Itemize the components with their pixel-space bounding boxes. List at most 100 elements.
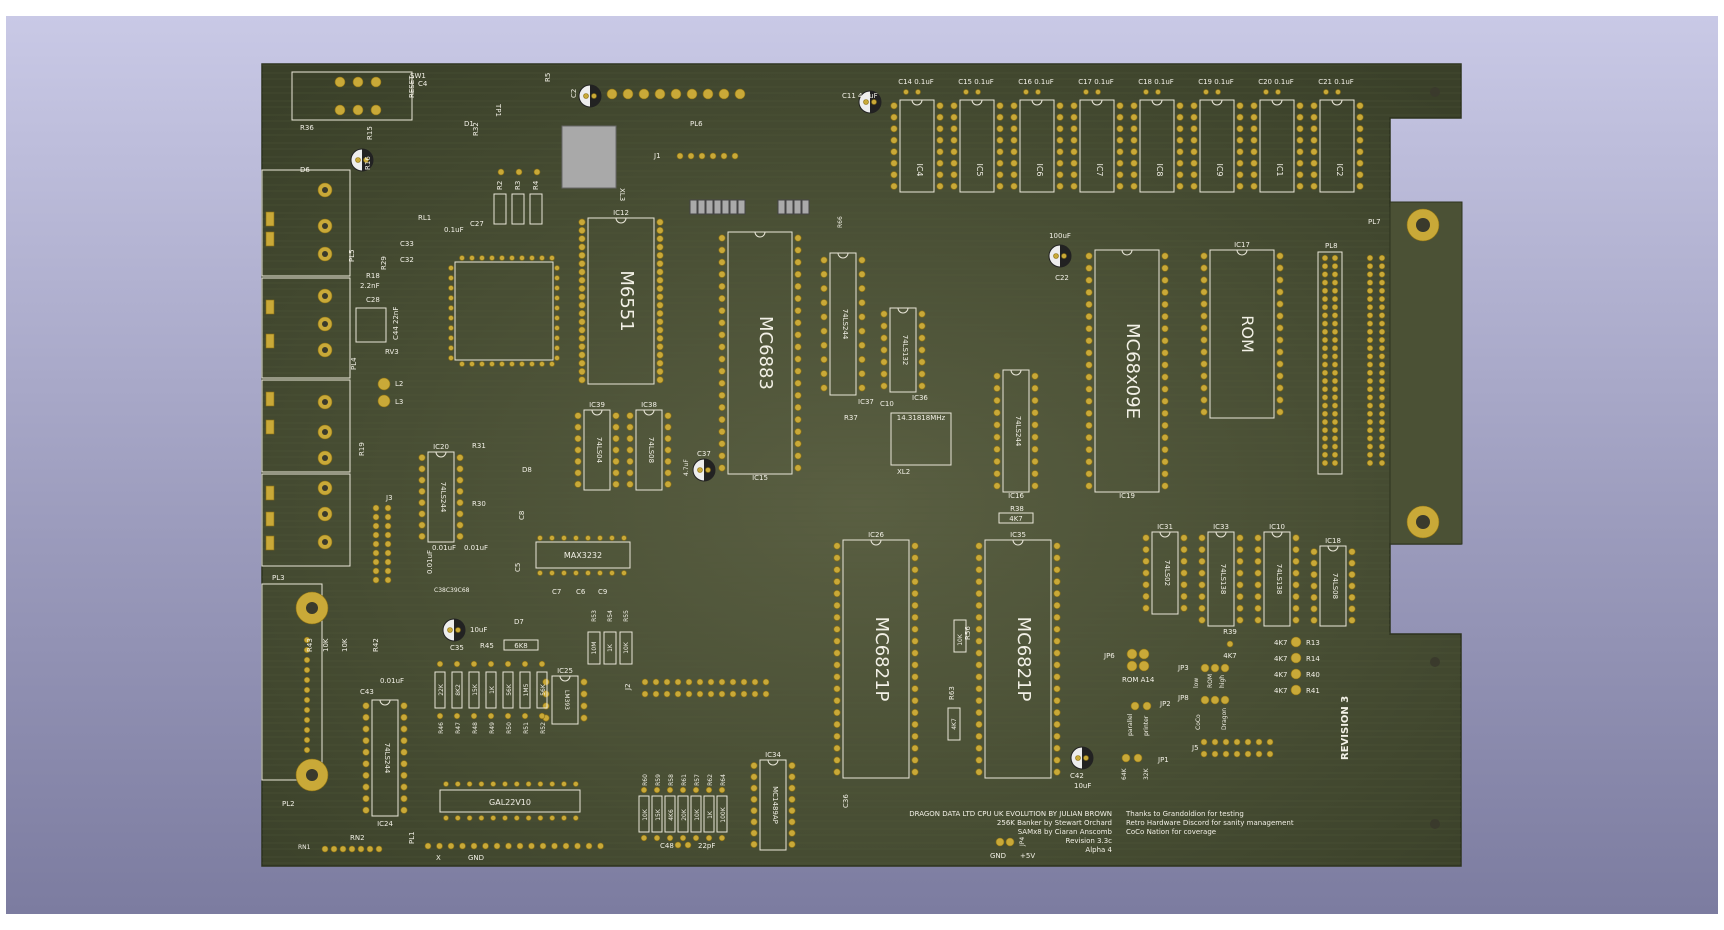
resnet-ref: R47 xyxy=(455,722,462,734)
gal-pad xyxy=(572,781,579,787)
gal-pad xyxy=(443,815,449,821)
pl8-header-pin xyxy=(1321,410,1329,417)
pl8-header-pin xyxy=(1331,328,1339,335)
ic-ls74-138b-label: 74LS138 xyxy=(1275,564,1283,595)
l2-ref: L2 xyxy=(395,380,403,388)
gal-pad xyxy=(561,815,567,821)
jp8-pad xyxy=(1220,695,1230,705)
j3-pad xyxy=(384,513,392,521)
ic15-ref: IC15 xyxy=(752,474,768,482)
pl6-pad xyxy=(702,88,714,100)
pl8-header-pin xyxy=(1321,312,1329,319)
j3-pad xyxy=(384,522,392,530)
jp8-pad xyxy=(1200,695,1210,705)
cap-pad xyxy=(1095,89,1101,95)
rv3-trimmer xyxy=(355,307,387,343)
pl8-header-pin xyxy=(1366,427,1374,434)
jp2-pad xyxy=(1142,701,1152,711)
ic-ls74-08b-ref: IC18 xyxy=(1325,537,1341,545)
pl8-header-pin xyxy=(1331,336,1339,344)
r29-ref: R29 xyxy=(380,256,388,270)
pl6-pad xyxy=(654,88,666,100)
j2-pad xyxy=(740,690,748,698)
r10k-val: 10K xyxy=(322,638,330,652)
pl8-header-pin xyxy=(1378,369,1386,376)
cap-pad xyxy=(963,89,969,95)
resnet-val: 56K xyxy=(506,683,513,696)
j2-pad xyxy=(707,678,715,686)
j5-pad xyxy=(1222,750,1230,758)
resnet2-ref: R62 xyxy=(707,774,714,786)
pl8-header-pin xyxy=(1366,402,1374,409)
c27-ref: C27 xyxy=(470,220,484,228)
resnet-val: 1M5 xyxy=(523,683,530,696)
c22-val: 100uF xyxy=(1049,232,1071,240)
sw1-ref: SW1 xyxy=(410,72,426,80)
j5-pad xyxy=(1211,738,1219,746)
j2-pad xyxy=(674,690,682,698)
j2-pad xyxy=(729,690,737,698)
max3232-pad xyxy=(585,535,591,541)
reset-label: RESET xyxy=(408,75,416,98)
ic-ic25-ref: IC25 xyxy=(557,667,573,675)
r-ref: R41 xyxy=(1306,687,1320,695)
ic-ls74-244c xyxy=(371,699,399,817)
pl8-header-pin xyxy=(1331,320,1339,327)
pl1-pad xyxy=(470,842,478,850)
ic-mc6821p-a xyxy=(842,539,910,779)
pl2-pad xyxy=(303,676,311,684)
l3-ref: L3 xyxy=(395,398,403,406)
ic-ic25 xyxy=(551,675,579,725)
c48-ref: C48 xyxy=(660,842,674,850)
j2-pad xyxy=(718,678,726,686)
pl6-pad xyxy=(718,88,730,100)
cap-pad xyxy=(1023,89,1029,95)
c7-ref: C7 xyxy=(552,588,561,596)
r-ref: R13 xyxy=(1306,639,1320,647)
pl2-ref: PL2 xyxy=(282,800,295,808)
pl8-header-pin xyxy=(1378,271,1386,278)
ram-chip-ref: IC9 xyxy=(1215,163,1224,176)
x-label: X xyxy=(436,854,441,862)
pl2-pad xyxy=(303,726,311,734)
pl8-header-pin xyxy=(1321,369,1329,376)
pl1-pad xyxy=(459,842,466,850)
pl4-ref: PL4 xyxy=(350,357,358,370)
pl1-pad xyxy=(424,842,432,850)
resnet2-ref: R60 xyxy=(642,774,649,786)
j3-pad xyxy=(372,558,380,566)
sw1-pad xyxy=(370,76,382,88)
max3232-pad xyxy=(621,570,627,576)
d7-ref: D7 xyxy=(514,618,524,626)
resnet-val: 56K xyxy=(540,683,547,696)
pl8-header-pin xyxy=(1366,394,1374,401)
resnet-ref: R50 xyxy=(506,722,513,734)
pl2-pad xyxy=(303,636,311,644)
cap-pad xyxy=(1215,89,1221,95)
j1-pad xyxy=(687,152,695,160)
voltage-regulator xyxy=(561,125,617,189)
pl1-pad xyxy=(516,842,524,850)
pl8-header-pin xyxy=(1331,345,1339,352)
c44-ref: C44 22nF xyxy=(392,307,400,340)
pl1-pad xyxy=(505,842,512,850)
jp1-pad xyxy=(1133,753,1143,763)
ram-chip-5 xyxy=(1139,99,1175,193)
ram-chip-7 xyxy=(1259,99,1295,193)
pl8-header-pin xyxy=(1378,418,1386,426)
resnet-ref: R52 xyxy=(540,722,547,734)
resnet2-ref: R61 xyxy=(681,774,688,786)
jp3-pad xyxy=(1210,663,1220,673)
ic-ls74-08-label: 74LS08 xyxy=(647,437,655,463)
pl8-header-pin xyxy=(1321,459,1329,467)
pl2-pad xyxy=(303,686,311,694)
d8-ref: D8 xyxy=(522,466,532,474)
ic-ls74-132 xyxy=(889,307,917,393)
pl8-header-pin xyxy=(1331,418,1339,426)
ram-chip-1 xyxy=(899,99,935,193)
pl2-pad xyxy=(303,706,311,714)
dragon-label: Dragon xyxy=(1221,708,1228,730)
pl6-pad xyxy=(606,88,618,100)
j5-pad xyxy=(1244,750,1252,758)
pl1-pad xyxy=(562,842,570,850)
